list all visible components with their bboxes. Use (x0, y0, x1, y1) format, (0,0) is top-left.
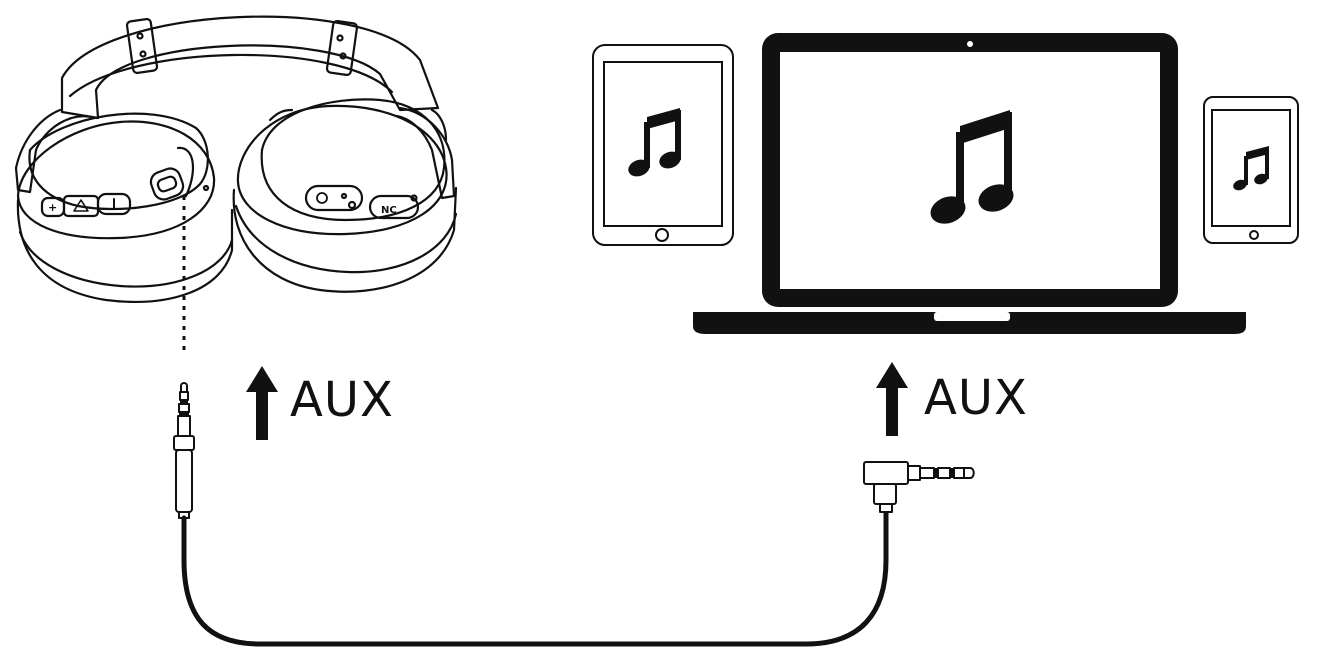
left-slider (125, 18, 159, 74)
laptop (693, 33, 1246, 334)
laptop-notch (934, 312, 1010, 321)
tablet-left-home-button (655, 228, 669, 242)
right-ear-cup (232, 98, 458, 293)
tablet-right (1203, 96, 1299, 244)
power-button (304, 184, 364, 212)
headphones (14, 15, 458, 303)
aux-label-device: AUX (924, 370, 1028, 426)
tablet-left-screen (603, 61, 723, 227)
nc-label: NC (381, 205, 397, 216)
laptop-camera (967, 41, 973, 47)
right-slider (325, 20, 359, 76)
music-note-icon (1233, 146, 1269, 191)
aux-label-headphones: AUX (290, 372, 394, 428)
straight-jack-plug (173, 382, 195, 519)
music-note-icon (930, 110, 1014, 224)
volume-down-button (96, 192, 132, 216)
headband (60, 15, 440, 120)
aux-port (149, 167, 185, 201)
arrow-up-icon (246, 366, 278, 440)
tablet-right-screen (1211, 109, 1291, 227)
laptop-screen (780, 52, 1160, 289)
volume-up-label: + (48, 201, 57, 214)
nc-button (368, 194, 420, 220)
laptop-base (693, 312, 1246, 334)
aux-cable (181, 505, 889, 647)
right-angle-jack-plug (863, 461, 975, 513)
left-ear-cup (16, 112, 234, 303)
arrow-up-icon (876, 362, 908, 436)
music-note-icon (628, 108, 681, 177)
tablet-left (592, 44, 734, 246)
tablet-right-home-button (1249, 230, 1259, 240)
